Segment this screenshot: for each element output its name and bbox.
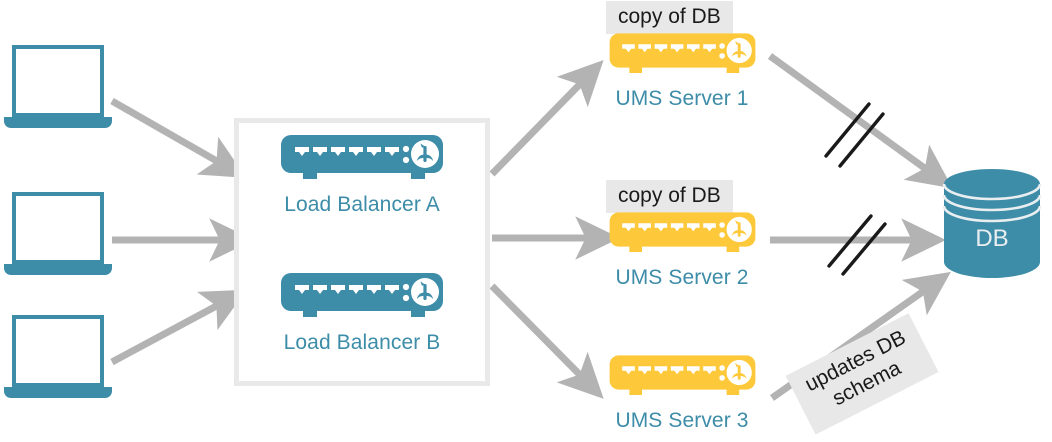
edge-server1-to-db	[767, 53, 953, 189]
server-appliance-icon	[281, 273, 443, 317]
laptop-base	[4, 387, 112, 398]
ums-server-2[interactable]: UMS Server 2	[592, 212, 772, 290]
laptop-base	[4, 117, 112, 128]
edge-client3-to-lb	[110, 289, 247, 366]
copy-of-db-tag-server2: copy of DB	[606, 180, 733, 213]
server-appliance-icon	[609, 355, 755, 395]
copy-of-db-tag-server1: copy of DB	[606, 1, 733, 34]
load-balancer-b[interactable]: Load Balancer B	[258, 273, 466, 355]
edge-lb-to-server3	[489, 283, 604, 399]
break-mark-server2-db	[827, 214, 887, 276]
ums-server-3[interactable]: UMS Server 3	[592, 355, 772, 433]
laptop-screen	[12, 45, 104, 117]
ums-server-3-label: UMS Server 3	[615, 409, 749, 432]
edge-client1-to-lb	[110, 97, 247, 178]
laptop-screen	[12, 192, 104, 264]
database-cylinder-icon	[942, 169, 1042, 278]
updates-db-schema-annotation: updates DB schema	[785, 313, 939, 435]
load-balancer-a[interactable]: Load Balancer A	[258, 135, 466, 217]
laptop-base	[4, 264, 112, 275]
database-label: DB	[975, 225, 1009, 252]
database-node[interactable]: DB	[940, 168, 1044, 278]
ums-server-2-label: UMS Server 2	[615, 266, 749, 289]
ums-server-1[interactable]: UMS Server 1	[592, 33, 772, 111]
load-balancer-b-label: Load Balancer B	[283, 331, 441, 354]
laptop-screen	[12, 315, 104, 387]
server-appliance-icon	[609, 33, 755, 73]
load-balancer-a-label: Load Balancer A	[284, 193, 440, 216]
break-mark-server1-db	[824, 102, 885, 168]
server-appliance-icon	[281, 135, 443, 179]
ums-server-1-label: UMS Server 1	[615, 87, 749, 110]
server-appliance-icon	[609, 212, 755, 252]
edge-lb-to-server1	[489, 59, 604, 177]
